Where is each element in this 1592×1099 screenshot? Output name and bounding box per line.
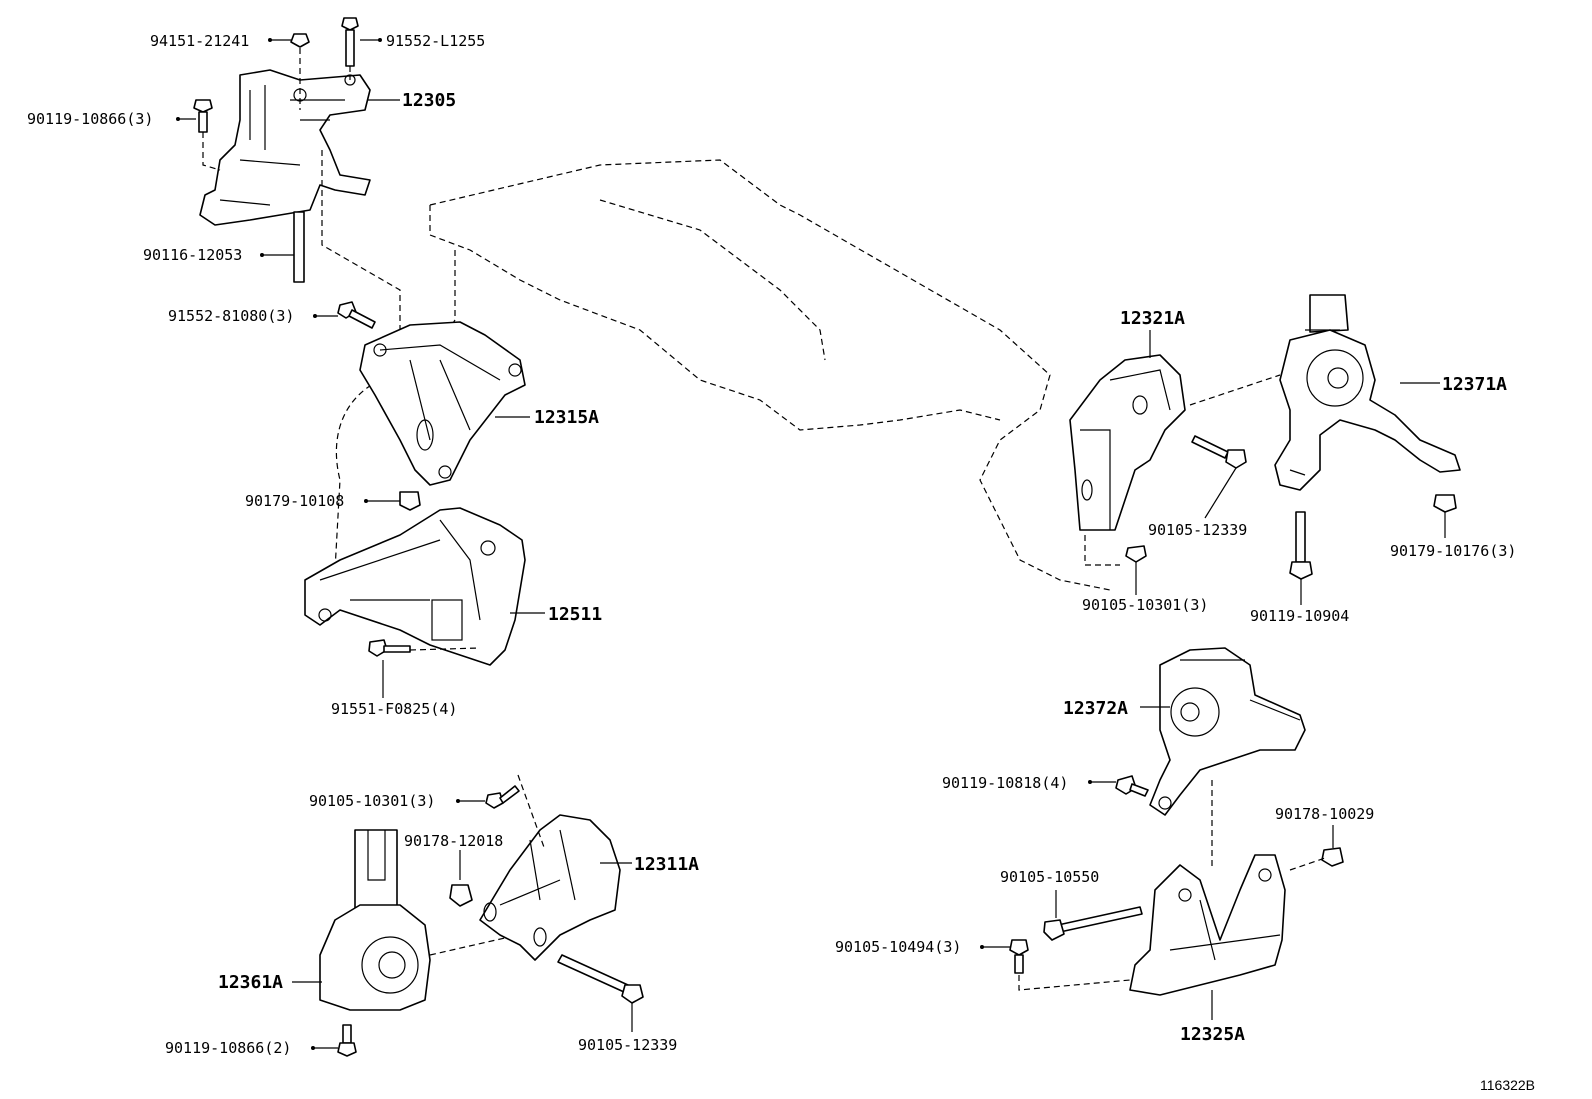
callout-90119-10818-4: 90119-10818(4) <box>942 774 1068 792</box>
fastener-90105-12339-b <box>1191 435 1247 469</box>
callout-90178-10029: 90178-10029 <box>1275 805 1374 823</box>
bracket-12311A <box>479 814 621 961</box>
fastener-90178-10029 <box>1321 847 1344 867</box>
fastener-90116-12053 <box>293 211 305 283</box>
callout-91551-F0825-4: 91551-F0825(4) <box>331 700 457 718</box>
fastener-94151-21241 <box>290 33 310 48</box>
callout-90119-10866-3: 90119-10866(3) <box>27 110 153 128</box>
fastener-91552-L1255 <box>341 17 359 67</box>
fastener-90179-10108 <box>399 491 421 511</box>
callout-90179-10176-3: 90179-10176(3) <box>1390 542 1516 560</box>
callout-90105-10550: 90105-10550 <box>1000 868 1099 886</box>
bracket-12315A <box>359 321 526 486</box>
callout-94151-21241: 94151-21241 <box>150 32 249 50</box>
bracket-12321A <box>1069 354 1186 531</box>
fastener-90105-10494 <box>1009 939 1029 974</box>
callout-90105-12339-left: 90105-12339 <box>578 1036 677 1054</box>
fastener-90105-10550 <box>1043 906 1143 941</box>
mount-12305 <box>199 69 371 226</box>
callout-90178-12018: 90178-12018 <box>404 832 503 850</box>
callout-12372A: 12372A <box>1063 698 1128 719</box>
callout-90105-10494-3: 90105-10494(3) <box>835 938 961 956</box>
fastener-90105-10301-a <box>485 785 520 809</box>
leader-lines <box>176 38 1446 1050</box>
callout-90179-10108: 90179-10108 <box>245 492 344 510</box>
mount-12372A <box>1149 647 1306 816</box>
callout-90105-10301-3-left: 90105-10301(3) <box>309 792 435 810</box>
fastener-90119-10904 <box>1289 511 1313 580</box>
bracket-12511 <box>304 507 526 666</box>
mount-12361A <box>319 829 431 1011</box>
callout-91552-81080-3: 91552-81080(3) <box>168 307 294 325</box>
fastener-90105-10301-b <box>1125 545 1147 563</box>
fastener-90105-12339-a <box>557 954 644 1004</box>
fastener-91551-F0825 <box>368 639 411 657</box>
callout-12361A: 12361A <box>218 972 283 993</box>
callout-90119-10866-2: 90119-10866(2) <box>165 1039 291 1057</box>
callout-12311A: 12311A <box>634 854 699 875</box>
fastener-91552-81080 <box>337 301 376 329</box>
callout-12321A: 12321A <box>1120 308 1185 329</box>
callout-90116-12053: 90116-12053 <box>143 246 242 264</box>
callout-90105-10301-3-right: 90105-10301(3) <box>1082 596 1208 614</box>
mount-12371A <box>1274 294 1461 491</box>
callout-90105-12339-right: 90105-12339 <box>1148 521 1247 539</box>
fastener-90119-10866-2 <box>337 1024 357 1057</box>
bracket-12325A <box>1129 854 1286 996</box>
callout-12305: 12305 <box>402 90 456 111</box>
fastener-90178-12018 <box>449 884 473 907</box>
fastener-90179-10176 <box>1433 494 1457 513</box>
callout-12325A: 12325A <box>1180 1024 1245 1045</box>
callout-12511: 12511 <box>548 604 602 625</box>
callout-labels: 94151-21241 91552-L1255 12305 90119-1086… <box>27 32 1516 1057</box>
fastener-90119-10866 <box>193 99 213 133</box>
callout-12371A: 12371A <box>1442 374 1507 395</box>
callout-90119-10904: 90119-10904 <box>1250 607 1349 625</box>
figure-number: 116322B <box>1480 1077 1535 1093</box>
callout-12315A: 12315A <box>534 407 599 428</box>
fastener-90119-10818 <box>1115 775 1149 797</box>
callout-91552-L1255: 91552-L1255 <box>386 32 485 50</box>
